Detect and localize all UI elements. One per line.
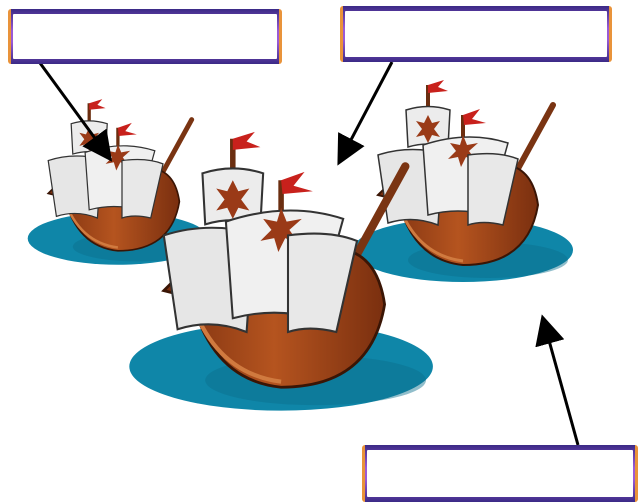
label-text-top-right: [345, 11, 607, 57]
label-text-top-left: [13, 14, 277, 59]
label-text-bottom-right: [367, 450, 633, 497]
label-box-top-left: [8, 9, 282, 64]
ship-icon-right: [353, 80, 573, 282]
arrow-icon-bottom: [535, 314, 580, 446]
label-box-bottom-right: [362, 445, 638, 502]
arrow-icon-top-right: [337, 61, 394, 166]
label-box-top-right: [340, 6, 612, 62]
arrow-icon-top-left: [38, 62, 113, 162]
